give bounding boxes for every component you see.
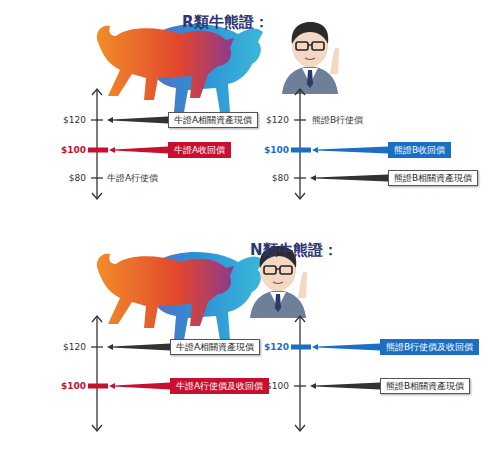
price-label: $120 bbox=[264, 342, 289, 353]
panel-title: R類牛熊證： bbox=[182, 13, 269, 31]
price-box: 牛證A相關資產現價 bbox=[168, 112, 258, 129]
box-text: 牛證A相關資產現價 bbox=[176, 342, 254, 352]
price-label: $100 bbox=[264, 145, 289, 156]
price-level-box: 熊證B行使價及收回價 bbox=[380, 339, 479, 356]
box-text: 牛證A收回價 bbox=[174, 145, 225, 155]
price-label: $120 bbox=[266, 115, 289, 126]
price-label: $120 bbox=[63, 342, 86, 353]
price-label: $80 bbox=[69, 173, 86, 184]
price-box: 熊證B相關資產現價 bbox=[388, 170, 478, 187]
price-label: $100 bbox=[266, 381, 289, 392]
price-box: 牛證A相關資產現價 bbox=[170, 339, 260, 356]
price-label: $100 bbox=[61, 145, 86, 156]
box-text: 熊證B行使價及收回價 bbox=[386, 342, 473, 352]
strike-label: 牛證A行使價 bbox=[107, 173, 158, 184]
price-level-box: 牛證A行使價及收回價 bbox=[170, 378, 269, 395]
price-level-box: 牛證A收回價 bbox=[168, 142, 231, 159]
price-label: $80 bbox=[272, 173, 289, 184]
box-text: 熊證B收回價 bbox=[394, 145, 445, 155]
box-text: 熊證B相關資產現價 bbox=[394, 173, 472, 183]
price-label: $100 bbox=[61, 381, 86, 392]
box-text: 熊證B相關資產現價 bbox=[386, 381, 464, 391]
strike-label: 熊證B行使價 bbox=[312, 115, 363, 126]
box-text: 牛證A行使價及收回價 bbox=[176, 381, 263, 391]
price-label: $120 bbox=[63, 115, 86, 126]
price-level-box: 熊證B收回價 bbox=[388, 142, 451, 159]
price-box: 熊證B相關資產現價 bbox=[380, 378, 470, 395]
panel-title: N類牛熊證： bbox=[250, 241, 338, 259]
box-text: 牛證A相關資產現價 bbox=[174, 115, 252, 125]
